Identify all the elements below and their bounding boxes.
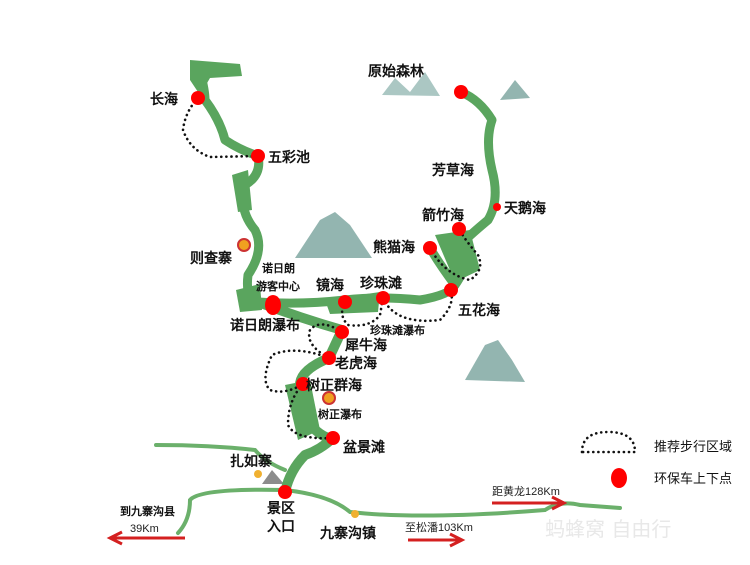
label-yuanshi-senlin: 原始森林 (368, 63, 424, 80)
label-changhai: 长海 (150, 91, 178, 108)
roads (154, 443, 622, 535)
stop-wuhuahai[interactable] (444, 283, 458, 297)
label-zharuzhai: 扎如寨 (230, 453, 273, 470)
poi-zechazhai-icon (237, 238, 251, 252)
label-county-km: 39Km (130, 523, 159, 535)
label-entrance-2: 入口 (267, 519, 295, 535)
road-directions: 到九寨沟县 39Km 至松潘103Km 距黄龙128Km (106, 484, 568, 548)
mountain-icon (262, 470, 284, 484)
label-zhenzhutan-falls: 珍珠滩瀑布 (370, 323, 425, 337)
bus-stops (191, 85, 501, 499)
place-labels: 长海 五彩池 原始森林 芳草海 天鹅海 箭竹海 熊猫海 则查寨 诺日朗 游客中心… (150, 63, 546, 542)
stop-changhai[interactable] (191, 91, 205, 105)
label-to-huanglong: 距黄龙128Km (492, 484, 560, 498)
label-to-songpan: 至松潘103Km (405, 520, 473, 534)
stop-entrance[interactable] (278, 485, 292, 499)
label-zhenzhutan: 珍珠滩 (360, 275, 402, 292)
arrow-left-icon (106, 530, 185, 546)
label-shuzheng-lakes: 树正群海 (306, 377, 362, 394)
poi-markers (237, 238, 359, 518)
river (195, 67, 500, 497)
legend: 推荐步行区域 环保车上下点 (580, 430, 732, 488)
label-jinghai: 镜海 (316, 277, 344, 294)
bus-stop-legend-icon (611, 468, 627, 488)
walking-route-legend-icon (580, 430, 637, 454)
mountain-icon (465, 340, 525, 382)
arrow-right-icon (492, 495, 568, 511)
stop-nuorilang[interactable] (265, 295, 281, 315)
label-entrance-1: 景区 (267, 501, 295, 517)
stop-laohuhai[interactable] (322, 351, 336, 365)
stop-xiniuhai[interactable] (335, 325, 349, 339)
watermark: 蚂蜂窝 自由行 (545, 517, 671, 541)
stop-tianehai[interactable] (493, 203, 501, 211)
label-zechazhai: 则查寨 (190, 250, 233, 267)
stop-wucaichi[interactable] (251, 149, 265, 163)
label-penjingtan: 盆景滩 (342, 439, 385, 456)
label-wuhuahai: 五花海 (458, 302, 500, 319)
label-jiuzhaigou-town: 九寨沟镇 (319, 525, 376, 542)
poi-shuzheng-falls-icon (322, 391, 336, 405)
label-tianehai: 天鹅海 (504, 200, 546, 217)
label-visitor-center-1: 诺日朗 (262, 261, 295, 275)
poi-town-icon (351, 510, 359, 518)
stop-zhenzhutan[interactable] (376, 291, 390, 305)
label-laohuhai: 老虎海 (335, 355, 377, 372)
stop-jinghai[interactable] (338, 295, 352, 309)
label-wucaichi: 五彩池 (268, 149, 310, 166)
label-fangcaohai: 芳草海 (432, 162, 474, 179)
stop-jianzhuhai[interactable] (452, 222, 466, 236)
legend-walking: 推荐步行区域 (654, 440, 732, 455)
label-nuorilang-falls: 诺日朗瀑布 (230, 317, 300, 334)
label-xiniuhai: 犀牛海 (344, 337, 387, 354)
poi-zharuzhai-icon (254, 470, 262, 478)
mountain-icons (262, 72, 530, 484)
label-shuzheng-falls: 树正瀑布 (318, 407, 362, 421)
label-visitor-center-2: 游客中心 (256, 279, 300, 293)
label-xiongmaohai: 熊猫海 (373, 239, 415, 256)
arrow-right-icon (408, 532, 466, 548)
stop-xiongmaohai[interactable] (423, 241, 437, 255)
label-jianzhuhai: 箭竹海 (422, 207, 464, 224)
mountain-icon (500, 80, 530, 100)
stop-yuanshi-senlin[interactable] (454, 85, 468, 99)
legend-bus-stop: 环保车上下点 (654, 471, 732, 487)
label-to-county: 到九寨沟县 (120, 504, 175, 518)
forest-icon (382, 72, 440, 96)
mountain-icon (295, 212, 372, 258)
stop-penjingtan[interactable] (326, 431, 340, 445)
stop-shuzheng[interactable] (296, 377, 310, 391)
walking-routes (181, 96, 482, 440)
